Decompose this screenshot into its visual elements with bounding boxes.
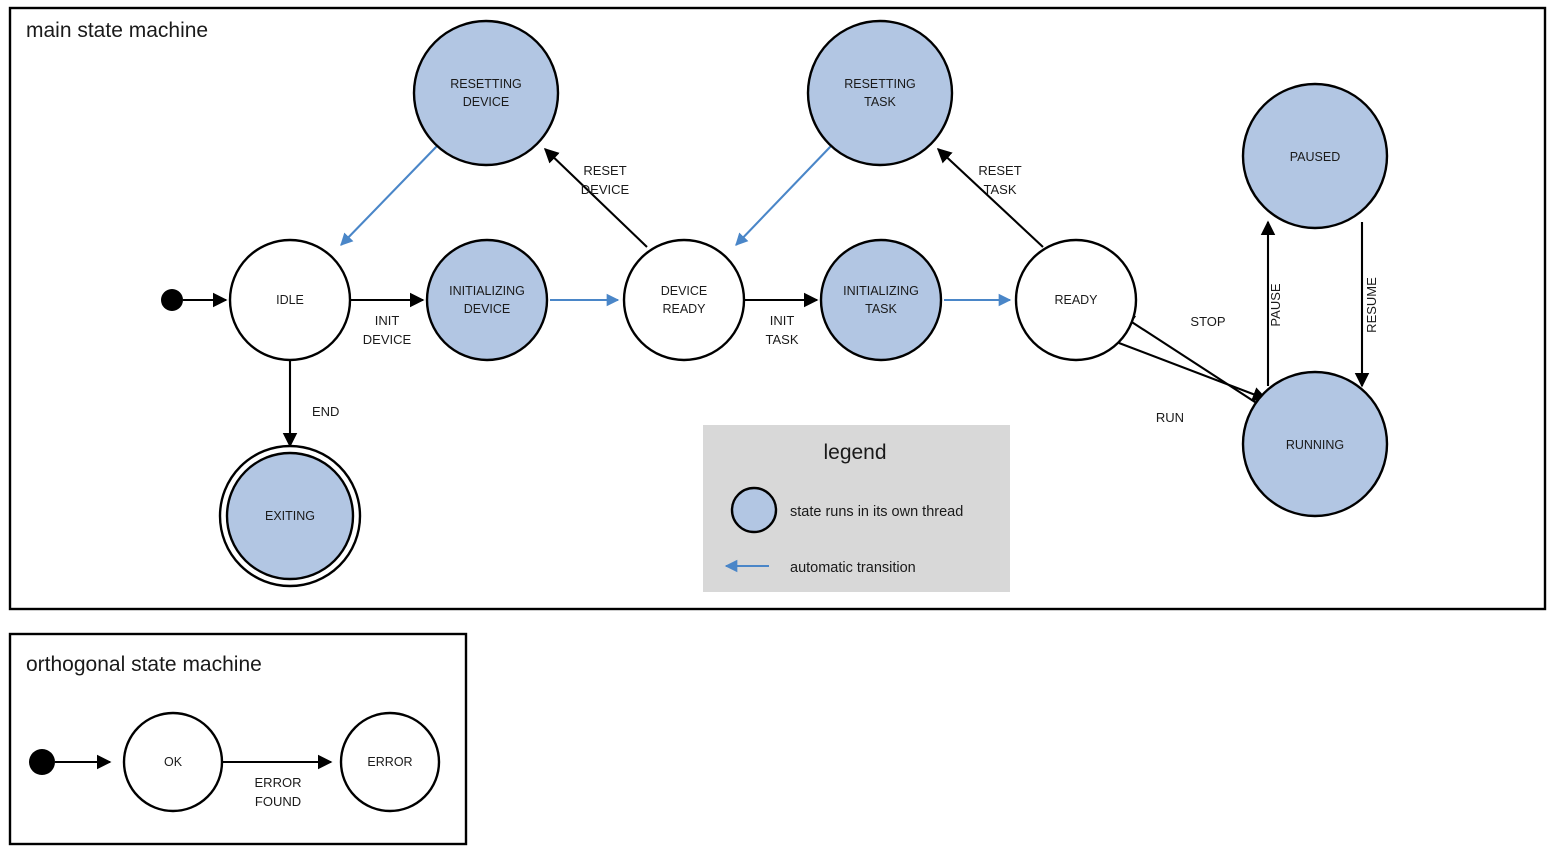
state-idle-label: IDLE: [276, 293, 304, 307]
edge-label-pause: PAUSE: [1268, 283, 1283, 326]
edge-label-reset-task-line2: TASK: [984, 182, 1017, 197]
edge-label-error-found-line1: ERROR: [255, 775, 302, 790]
edge-label-resume: RESUME: [1364, 277, 1379, 333]
state-error-label: ERROR: [367, 755, 412, 769]
edge-ready-to-resetting-task: [936, 147, 1044, 248]
legend-title: legend: [823, 441, 886, 464]
main-frame-title: main state machine: [26, 19, 208, 42]
edge-ready-to-running: [1118, 342, 1268, 402]
state-device-ready-label-line2: READY: [662, 302, 706, 316]
edge-resetting-task-to-device-ready: [735, 145, 832, 246]
edge-label-reset-task-line1: RESET: [978, 163, 1021, 178]
state-ready-label: READY: [1054, 293, 1098, 307]
state-initializing-device-label-line2: DEVICE: [464, 302, 511, 316]
initial-state-dot: [161, 289, 183, 311]
state-ready[interactable]: [1014, 238, 1138, 362]
edge-label-end: END: [312, 404, 339, 419]
edge-label-init-task-line2: TASK: [766, 332, 799, 347]
edge-label-reset-device-line1: RESET: [583, 163, 626, 178]
orthogonal-frame-title: orthogonal state machine: [26, 653, 262, 676]
state-resetting-task[interactable]: [806, 19, 954, 167]
edge-running-to-ready: [1119, 314, 1259, 405]
state-paused-label: PAUSED: [1290, 150, 1340, 164]
state-running-label: RUNNING: [1286, 438, 1344, 452]
state-initializing-task-label-line2: TASK: [865, 302, 897, 316]
edge-label-stop: STOP: [1190, 314, 1225, 329]
state-initializing-device-label-line1: INITIALIZING: [449, 284, 525, 298]
state-initializing-task-label-line1: INITIALIZING: [843, 284, 919, 298]
state-error[interactable]: [339, 711, 441, 813]
edge-label-init-device-line2: DEVICE: [363, 332, 412, 347]
state-resetting-task-label-line2: TASK: [864, 95, 896, 109]
state-resetting-device-label-line1: RESETTING: [450, 77, 522, 91]
state-running[interactable]: [1241, 370, 1389, 518]
edge-label-init-task-line1: INIT: [770, 313, 795, 328]
state-resetting-task-label-line1: RESETTING: [844, 77, 916, 91]
edge-label-reset-device-line2: DEVICE: [581, 182, 630, 197]
state-exiting[interactable]: [225, 451, 355, 581]
orthogonal-initial-state-dot: [29, 749, 55, 775]
legend-auto-text: automatic transition: [790, 560, 916, 576]
edge-device-ready-to-resetting-device: [543, 147, 648, 248]
state-device-ready[interactable]: [622, 238, 746, 362]
state-paused[interactable]: [1241, 82, 1389, 230]
state-resetting-device-label-line2: DEVICE: [463, 95, 510, 109]
state-exiting-label: EXITING: [265, 509, 315, 523]
edge-label-run: RUN: [1156, 410, 1184, 425]
state-resetting-device[interactable]: [412, 19, 560, 167]
edge-label-init-device-line1: INIT: [375, 313, 400, 328]
state-device-ready-label-line1: DEVICE: [661, 284, 708, 298]
state-ok-label: OK: [164, 755, 183, 769]
legend-thread-circle-icon: [730, 486, 778, 534]
legend-thread-text: state runs in its own thread: [790, 504, 963, 520]
state-initializing-task[interactable]: [819, 238, 943, 362]
state-initializing-device[interactable]: [425, 238, 549, 362]
edge-label-error-found-line2: FOUND: [255, 794, 301, 809]
edge-resetting-device-to-idle: [340, 145, 438, 246]
state-idle[interactable]: [228, 238, 352, 362]
